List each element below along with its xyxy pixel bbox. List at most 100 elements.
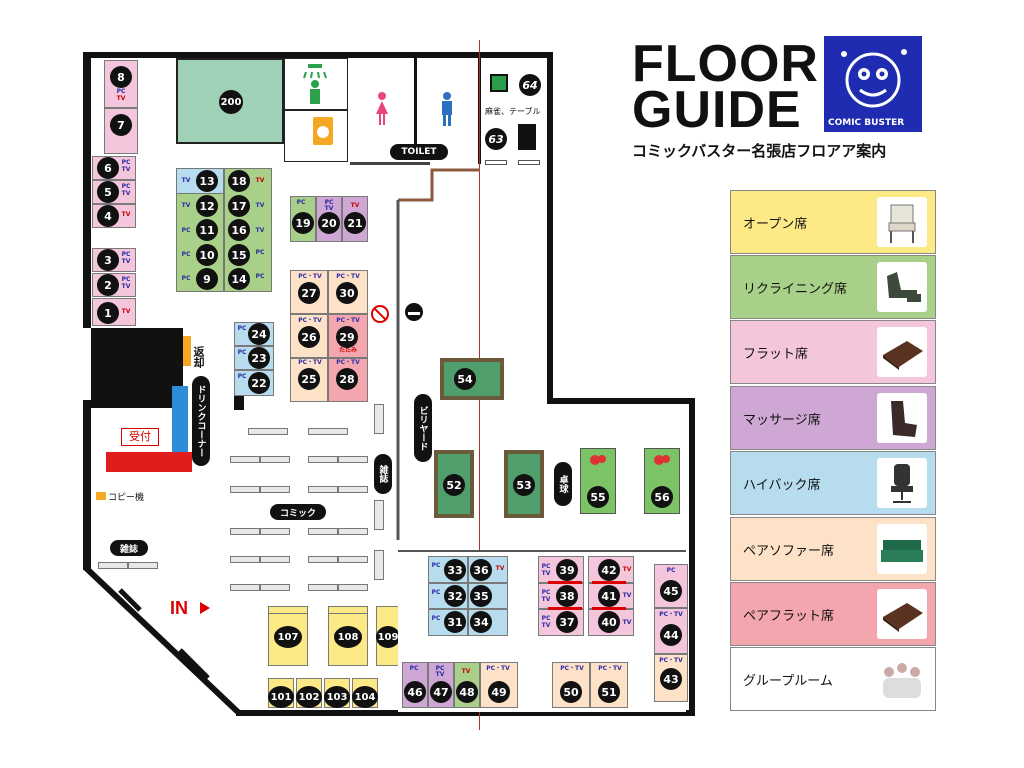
legend-highback: ハイバック席 bbox=[730, 451, 936, 515]
title-guide: GUIDE bbox=[632, 81, 802, 139]
seat-number: 39 bbox=[556, 559, 578, 581]
seat-number: 8 bbox=[110, 66, 132, 88]
legend-reclining: リクライニング席 bbox=[730, 255, 936, 319]
shelf bbox=[308, 556, 338, 563]
tv-tag: TV bbox=[255, 202, 265, 209]
wall-left bbox=[83, 52, 91, 328]
seat-number: 36 bbox=[470, 559, 492, 581]
tv-tag: TV bbox=[255, 177, 265, 184]
pc-tv-tag: PC・TV bbox=[659, 611, 683, 618]
pc-tag: PC bbox=[666, 567, 676, 574]
seat-number: 101 bbox=[268, 686, 294, 708]
flat-mat-icon bbox=[877, 589, 927, 639]
tv-tag: TV bbox=[461, 668, 471, 675]
seat-number: 54 bbox=[454, 368, 476, 390]
seat-number: 42 bbox=[598, 559, 620, 581]
shelf bbox=[338, 456, 368, 463]
sofa-icon bbox=[877, 524, 927, 574]
toilet-label: TOILET bbox=[390, 144, 448, 160]
tv-tag: TV bbox=[324, 205, 334, 212]
wall-bottom bbox=[236, 710, 695, 716]
seat-number: 6 bbox=[97, 157, 119, 179]
recliner-icon bbox=[877, 262, 927, 312]
pc-tag: PC bbox=[409, 665, 419, 672]
washing-machine-icon bbox=[313, 117, 333, 145]
pc-tv-tag: PC・TV bbox=[336, 317, 360, 324]
shelf bbox=[338, 556, 368, 563]
tv-tag: TV bbox=[121, 308, 131, 315]
pc-tv-tag: PC・TV bbox=[298, 359, 322, 366]
pc-tag: PC bbox=[296, 199, 306, 206]
pc-tag: PC bbox=[431, 589, 441, 596]
seat-number: 22 bbox=[248, 372, 270, 394]
shelf bbox=[230, 556, 260, 563]
open-bar bbox=[268, 606, 308, 614]
tatami-tag: たたみ bbox=[338, 347, 357, 354]
seat-number: 16 bbox=[228, 219, 250, 241]
seat-number: 26 bbox=[298, 326, 320, 348]
seat-number: 30 bbox=[336, 282, 358, 304]
seat-number: 20 bbox=[318, 212, 340, 234]
seat-number: 34 bbox=[470, 611, 492, 633]
shelf bbox=[230, 528, 260, 535]
magazines-left-label: 雑誌 bbox=[110, 540, 148, 556]
seat-number: 103 bbox=[324, 686, 350, 708]
man-icon bbox=[442, 92, 452, 126]
pc-tag: PC bbox=[121, 276, 131, 283]
tv-tag: TV bbox=[116, 95, 126, 102]
red-divider bbox=[592, 581, 626, 584]
red-divider bbox=[548, 607, 582, 610]
copy-machine-icon bbox=[96, 492, 106, 500]
red-divider bbox=[592, 607, 626, 610]
shelf bbox=[230, 456, 260, 463]
shelf bbox=[230, 486, 260, 493]
massage-chair-icon bbox=[877, 393, 927, 443]
shelf bbox=[308, 528, 338, 535]
seat-number: 31 bbox=[444, 611, 466, 633]
seat-number: 64 bbox=[519, 74, 541, 96]
seat-number: 56 bbox=[651, 486, 673, 508]
seat-44[interactable] bbox=[654, 608, 688, 654]
wall-right-upper bbox=[547, 52, 553, 404]
red-divider bbox=[548, 581, 582, 584]
logo-mascot-icon bbox=[841, 49, 907, 108]
return-label: 返却 bbox=[192, 346, 205, 368]
seat-number: 50 bbox=[560, 681, 582, 703]
seat-number: 32 bbox=[444, 585, 466, 607]
legend-label-massage: マッサージ席 bbox=[743, 413, 821, 428]
pc-tag: PC bbox=[431, 615, 441, 622]
shelf bbox=[260, 486, 290, 493]
logo-text: COMIC BUSTER bbox=[828, 118, 905, 128]
shelf bbox=[338, 528, 368, 535]
shelf bbox=[260, 456, 290, 463]
smoking-table-label: 麻雀、テーブル bbox=[485, 107, 541, 116]
seat-number: 107 bbox=[274, 626, 302, 648]
seat-number: 14 bbox=[228, 268, 250, 290]
ping-pong-icon bbox=[654, 455, 670, 465]
woman-icon bbox=[376, 92, 388, 125]
seat-number: 33 bbox=[444, 559, 466, 581]
comic-label: コミック bbox=[270, 504, 326, 520]
seat-number: 13 bbox=[196, 170, 218, 192]
legend-pair-sofa: ペアソファー席 bbox=[730, 517, 936, 581]
pc-tag: PC bbox=[121, 183, 131, 190]
seat-number: 40 bbox=[598, 611, 620, 633]
seat-number: 53 bbox=[513, 474, 535, 496]
shelf bbox=[338, 584, 368, 591]
seat-number: 108 bbox=[334, 626, 362, 648]
seat-number: 35 bbox=[470, 585, 492, 607]
pc-tag: PC bbox=[255, 273, 265, 280]
pc-tag: PC bbox=[435, 665, 445, 672]
drink-counter bbox=[172, 386, 188, 452]
shelf bbox=[260, 528, 290, 535]
table-tennis-label: 卓球 bbox=[554, 462, 572, 506]
pc-tv-tag: PC bbox=[116, 88, 126, 95]
pc-tag: PC bbox=[237, 373, 247, 380]
reception-counter bbox=[106, 452, 192, 472]
seat-number: 3 bbox=[97, 249, 119, 271]
legend-label-pair-flat: ペアフラット席 bbox=[743, 609, 835, 624]
pc-tv-tag: PC・TV bbox=[336, 273, 360, 280]
seat-number: 49 bbox=[488, 681, 510, 703]
seat-number: 47 bbox=[430, 681, 452, 703]
pc-tag: PC bbox=[237, 349, 247, 356]
